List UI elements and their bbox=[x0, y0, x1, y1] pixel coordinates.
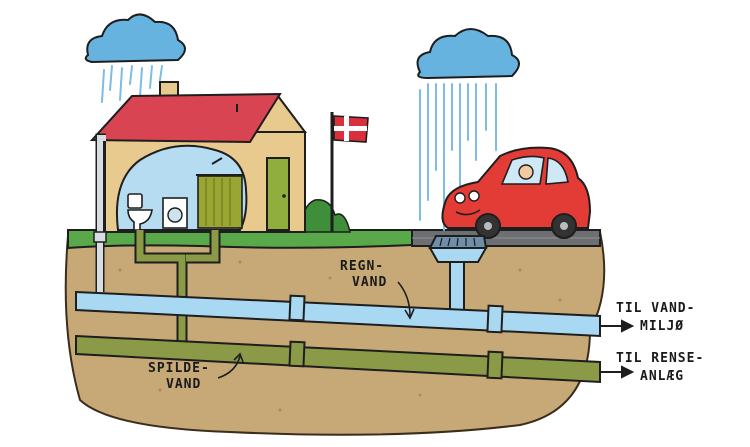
rain-label-pointer bbox=[397, 281, 415, 320]
rain-water-pipe bbox=[75, 290, 601, 338]
label-to-environment-1: TIL VAND- bbox=[616, 301, 695, 316]
label-to-treatment-1: TIL RENSE- bbox=[616, 351, 704, 366]
toilet-icon bbox=[127, 193, 153, 231]
waste-water-pipe bbox=[75, 334, 601, 384]
drain-grate-icon bbox=[428, 235, 488, 263]
rain-drops-right bbox=[419, 83, 497, 231]
bushes bbox=[299, 199, 351, 233]
label-waste-water-1: SPILDE- bbox=[148, 361, 210, 376]
arrow-to-environment bbox=[600, 319, 635, 333]
shower-icon bbox=[196, 157, 244, 229]
soil-texture bbox=[118, 260, 562, 412]
label-rain-water-2: VAND bbox=[352, 275, 387, 290]
cloud-right bbox=[416, 28, 520, 231]
label-waste-water-2: VAND bbox=[166, 377, 201, 392]
cloud-icon bbox=[416, 28, 520, 80]
house-roof bbox=[89, 92, 282, 144]
car-icon bbox=[441, 146, 592, 239]
waste-label-pointer bbox=[217, 352, 244, 379]
cloud-icon bbox=[84, 13, 186, 64]
label-rain-water-1: REGN- bbox=[340, 259, 384, 274]
flag-icon bbox=[330, 112, 369, 232]
rain-drops-left bbox=[101, 65, 163, 103]
label-to-treatment-2: ANLÆG bbox=[640, 369, 684, 384]
house bbox=[89, 81, 307, 233]
drain-shaft bbox=[449, 261, 465, 311]
cloud-left bbox=[84, 13, 186, 103]
arrow-to-treatment bbox=[600, 365, 635, 379]
washing-machine-icon bbox=[162, 197, 188, 229]
label-to-environment-2: MILJØ bbox=[640, 319, 684, 334]
house-door bbox=[266, 157, 290, 231]
